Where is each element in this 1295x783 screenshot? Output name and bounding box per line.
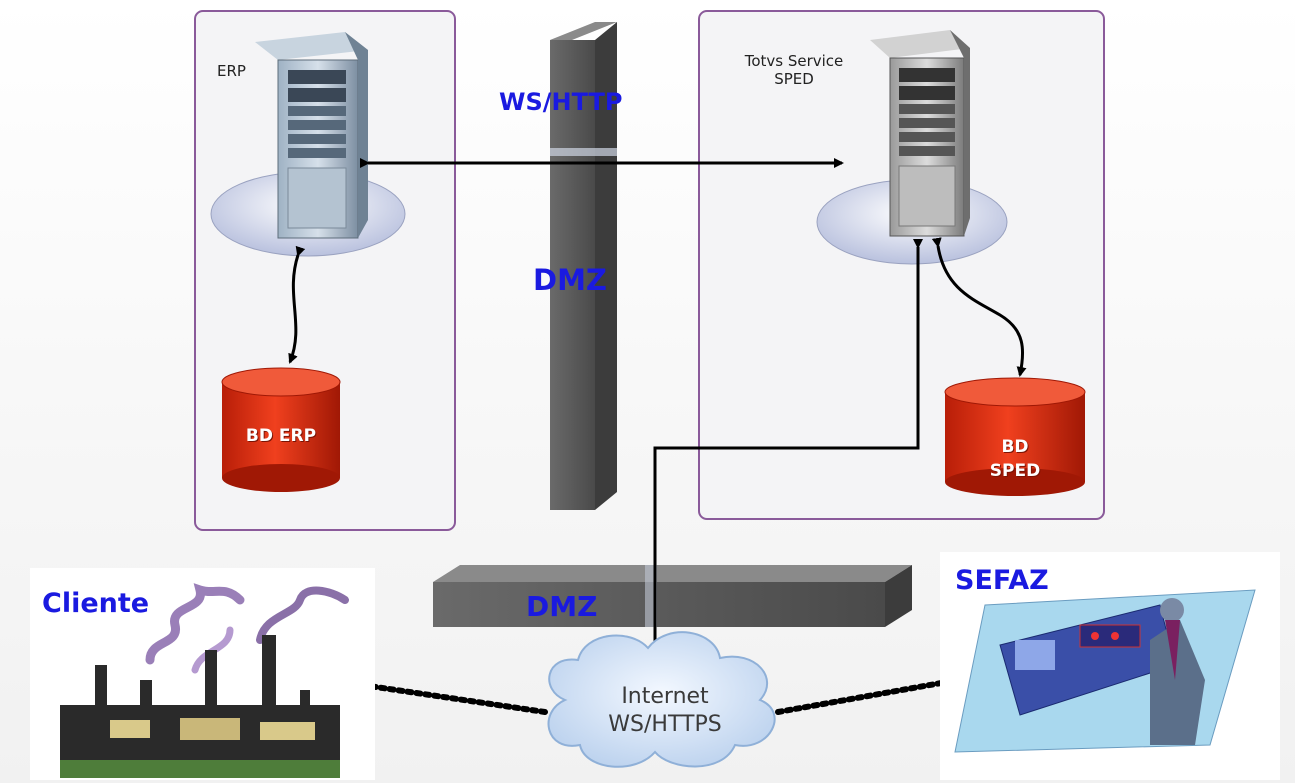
erp-zone-label: ERP [217, 62, 246, 80]
sped-zone-label-line2: SPED [774, 70, 814, 88]
sped-db-link [931, 237, 1027, 377]
bd-erp-database-icon [221, 367, 341, 492]
internet-cloud-label-line1: Internet [621, 684, 709, 709]
dmz-horizontal-wall [433, 565, 912, 627]
sefaz-control-room-icon [940, 552, 1280, 780]
erp-server-icon [210, 32, 406, 257]
cloud-sefaz-link [775, 676, 961, 715]
ws-http-label: WS/HTTP [499, 88, 623, 116]
dmz-vertical-label: DMZ [533, 263, 607, 297]
bd-sped-label-line1: BD [1001, 437, 1029, 457]
cloud-cliente-link [339, 678, 548, 715]
internet-cloud-icon [547, 631, 776, 768]
bd-erp-label: BD ERP [245, 426, 317, 446]
bd-sped-label-line2: SPED [989, 461, 1041, 481]
sped-zone-label-line1: Totvs Service [744, 52, 844, 70]
internet-sped-link [650, 239, 923, 677]
bd-sped-database-icon [944, 377, 1086, 496]
sped-server-icon [816, 30, 1008, 265]
dmz-vertical-wall [550, 22, 617, 510]
sefaz-label: SEFAZ [955, 565, 1049, 596]
factory-icon [30, 568, 375, 780]
bd-sped-label: BD SPED [975, 435, 1055, 483]
dmz-horizontal-label: DMZ [526, 590, 598, 623]
erp-db-link [288, 245, 306, 364]
sped-zone-label: Totvs Service SPED [714, 52, 874, 88]
connectors [288, 158, 1027, 715]
internet-cloud-label-line2: WS/HTTPS [608, 712, 722, 737]
internet-cloud-label: Internet WS/HTTPS [580, 683, 750, 739]
cliente-label: Cliente [42, 588, 150, 619]
